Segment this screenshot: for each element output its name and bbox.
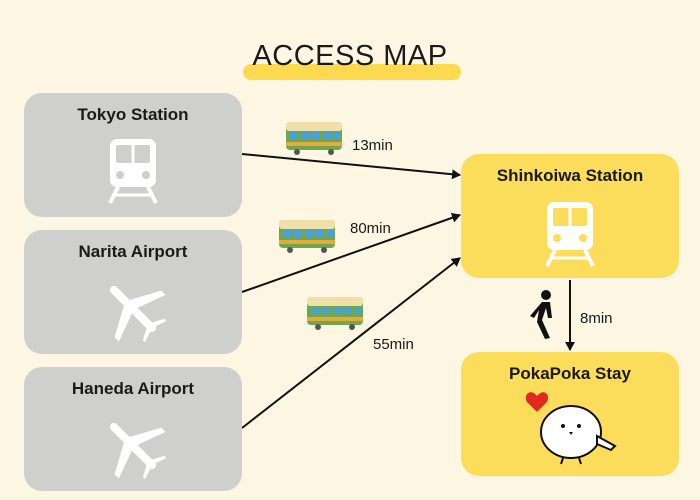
train-icon: [286, 122, 342, 155]
train-icon: [108, 139, 158, 204]
route-time-narita: 80min: [350, 220, 391, 237]
bird-with-heart-icon: [525, 392, 617, 465]
train-icon: [279, 220, 335, 253]
airplane-icon: [109, 285, 167, 342]
arrow-haneda-to-shinkoiwa: [241, 257, 461, 429]
origin-tokyo-station: Tokyo Station: [24, 93, 242, 217]
hub-label: Shinkoiwa Station: [496, 166, 644, 185]
page-title: ACCESS MAP: [252, 40, 448, 72]
origin-label: Narita Airport: [78, 242, 188, 261]
train-icon: [545, 202, 595, 267]
origin-label: Tokyo Station: [77, 105, 189, 124]
destination-label: PokaPoka Stay: [509, 364, 631, 383]
title-highlight: [243, 64, 461, 80]
hub-shinkoiwa-station: Shinkoiwa Station: [461, 154, 679, 278]
arrow-narita-to-shinkoiwa: [241, 212, 461, 293]
arrow-tokyo-to-shinkoiwa: [241, 153, 461, 180]
origin-label: Haneda Airport: [71, 379, 195, 398]
origin-haneda-airport: Haneda Airport: [24, 367, 242, 491]
airplane-icon: [109, 422, 167, 479]
train-icon: [307, 297, 363, 330]
route-time-tokyo: 13min: [352, 137, 393, 154]
route-time-haneda: 55min: [373, 336, 414, 353]
destination-pokapoka-stay: PokaPoka Stay: [461, 352, 679, 476]
walk-time: 8min: [580, 310, 613, 327]
walking-person-icon: [530, 290, 552, 339]
origin-narita-airport: Narita Airport: [24, 230, 242, 354]
